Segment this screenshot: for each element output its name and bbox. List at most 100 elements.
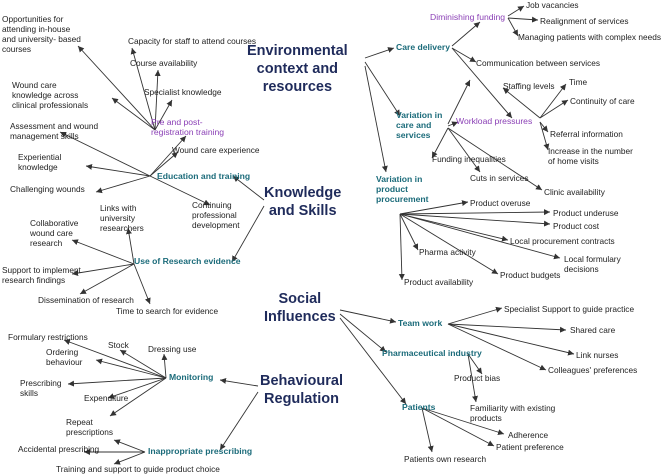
edge-arrow xyxy=(109,377,167,417)
edge-arrow xyxy=(154,69,161,131)
label-expenditure: Expenditure xyxy=(84,393,129,403)
edge-arrow xyxy=(149,151,179,177)
edge-arrow xyxy=(63,339,167,379)
label-adherence: Adherence xyxy=(508,430,549,440)
subtheme-research-evidence: Use of Research evidence xyxy=(134,256,241,266)
edge-arrow xyxy=(154,99,173,131)
edge-arrow xyxy=(113,439,146,453)
edge-arrow xyxy=(71,239,135,265)
subtheme-monitoring: Monitoring xyxy=(169,372,214,382)
edge-arrow xyxy=(113,451,146,465)
edge-arrow xyxy=(399,200,469,215)
edge-arrow xyxy=(451,47,477,63)
label-product-budgets: Product budgets xyxy=(500,270,561,280)
label-patient-preference: Patient preference xyxy=(496,442,564,452)
subtheme-patients: Patients xyxy=(402,402,436,412)
label-staffing-levels: Staffing levels xyxy=(503,81,555,91)
label-stock: Stock xyxy=(108,340,129,350)
label-time-search: Time to search for evidence xyxy=(116,306,219,316)
edge-arrow xyxy=(399,213,561,260)
label-funding-inequalities: Funding inequalities xyxy=(432,154,506,164)
label-job-vacancies: Job vacancies xyxy=(526,0,579,10)
label-managing-complex: Managing patients with complex needs xyxy=(518,32,661,42)
edge-arrow xyxy=(399,213,419,251)
label-link-nurses: Link nurses xyxy=(576,350,619,360)
edge-arrow xyxy=(231,205,265,263)
edge-arrow xyxy=(85,163,151,177)
label-product-cost: Product cost xyxy=(553,221,600,231)
label-wound-care-experience: Wound care experience xyxy=(172,145,260,155)
edge-arrow xyxy=(399,209,551,216)
edge-arrow xyxy=(447,79,471,125)
edge-arrow xyxy=(447,127,543,191)
edge-arrow xyxy=(447,323,567,333)
edge-arrow xyxy=(149,175,211,206)
label-course-availability: Course availability xyxy=(130,58,198,68)
edge-arrow xyxy=(507,17,519,37)
edge-arrow xyxy=(451,47,513,119)
edge-arrow xyxy=(539,121,550,151)
edge-arrow xyxy=(399,213,499,275)
label-training-support: Training and support to guide product ch… xyxy=(56,464,220,474)
label-referral-information: Referral information xyxy=(550,129,623,139)
subtheme-care-delivery: Care delivery xyxy=(396,42,450,52)
edge-arrow xyxy=(447,323,575,356)
subtheme-education-training: Education and training xyxy=(157,171,251,181)
edge-arrow xyxy=(149,135,187,177)
edge-arrow xyxy=(364,61,401,117)
edge-arrow xyxy=(95,358,167,379)
label-formulary-restrictions: Formulary restrictions xyxy=(8,332,88,342)
edge-arrow xyxy=(421,407,495,447)
label-specialist-knowledge: Specialist knowledge xyxy=(144,87,222,97)
label-pharma-activity: Pharma activity xyxy=(419,247,476,257)
edge-arrow xyxy=(447,121,459,128)
edge-arrow xyxy=(95,175,151,194)
label-time: Time xyxy=(569,77,588,87)
label-cuts-services: Cuts in services xyxy=(470,173,529,183)
edge-arrow xyxy=(133,263,151,305)
edge-arrow xyxy=(502,87,541,119)
label-product-bias: Product bias xyxy=(454,373,501,383)
edge-arrow xyxy=(119,349,167,379)
label-dissemination: Dissemination of research xyxy=(38,295,134,305)
edge-arrow xyxy=(507,5,525,17)
edge-arrow xyxy=(539,83,567,119)
label-product-availability: Product availability xyxy=(404,277,474,287)
label-communication: Communication between services xyxy=(476,58,601,68)
label-clinic-availability: Clinic availability xyxy=(544,187,605,197)
subtheme-pharmaceutical-industry: Pharmaceutical industry xyxy=(382,348,482,358)
edge-arrow xyxy=(399,213,509,242)
edge-arrow xyxy=(339,313,387,353)
edge-arrow xyxy=(364,65,388,173)
label-realignment: Realignment of services xyxy=(540,16,629,26)
label-specialist-support: Specialist Support to guide practice xyxy=(504,304,635,314)
label-product-overuse: Product overuse xyxy=(470,198,531,208)
edge-arrow xyxy=(219,377,259,387)
label-colleagues-preferences: Colleagues' preferences xyxy=(548,365,638,375)
edge-arrow xyxy=(219,391,259,451)
edge-arrow xyxy=(77,45,156,131)
edge-arrow xyxy=(59,131,151,177)
edge-arrow xyxy=(79,263,135,295)
subtheme-inappropriate-prescribing: Inappropriate prescribing xyxy=(148,446,253,456)
edge-arrow xyxy=(421,407,434,453)
edge-arrow xyxy=(467,353,478,403)
subtheme-team-work: Team work xyxy=(398,318,443,328)
